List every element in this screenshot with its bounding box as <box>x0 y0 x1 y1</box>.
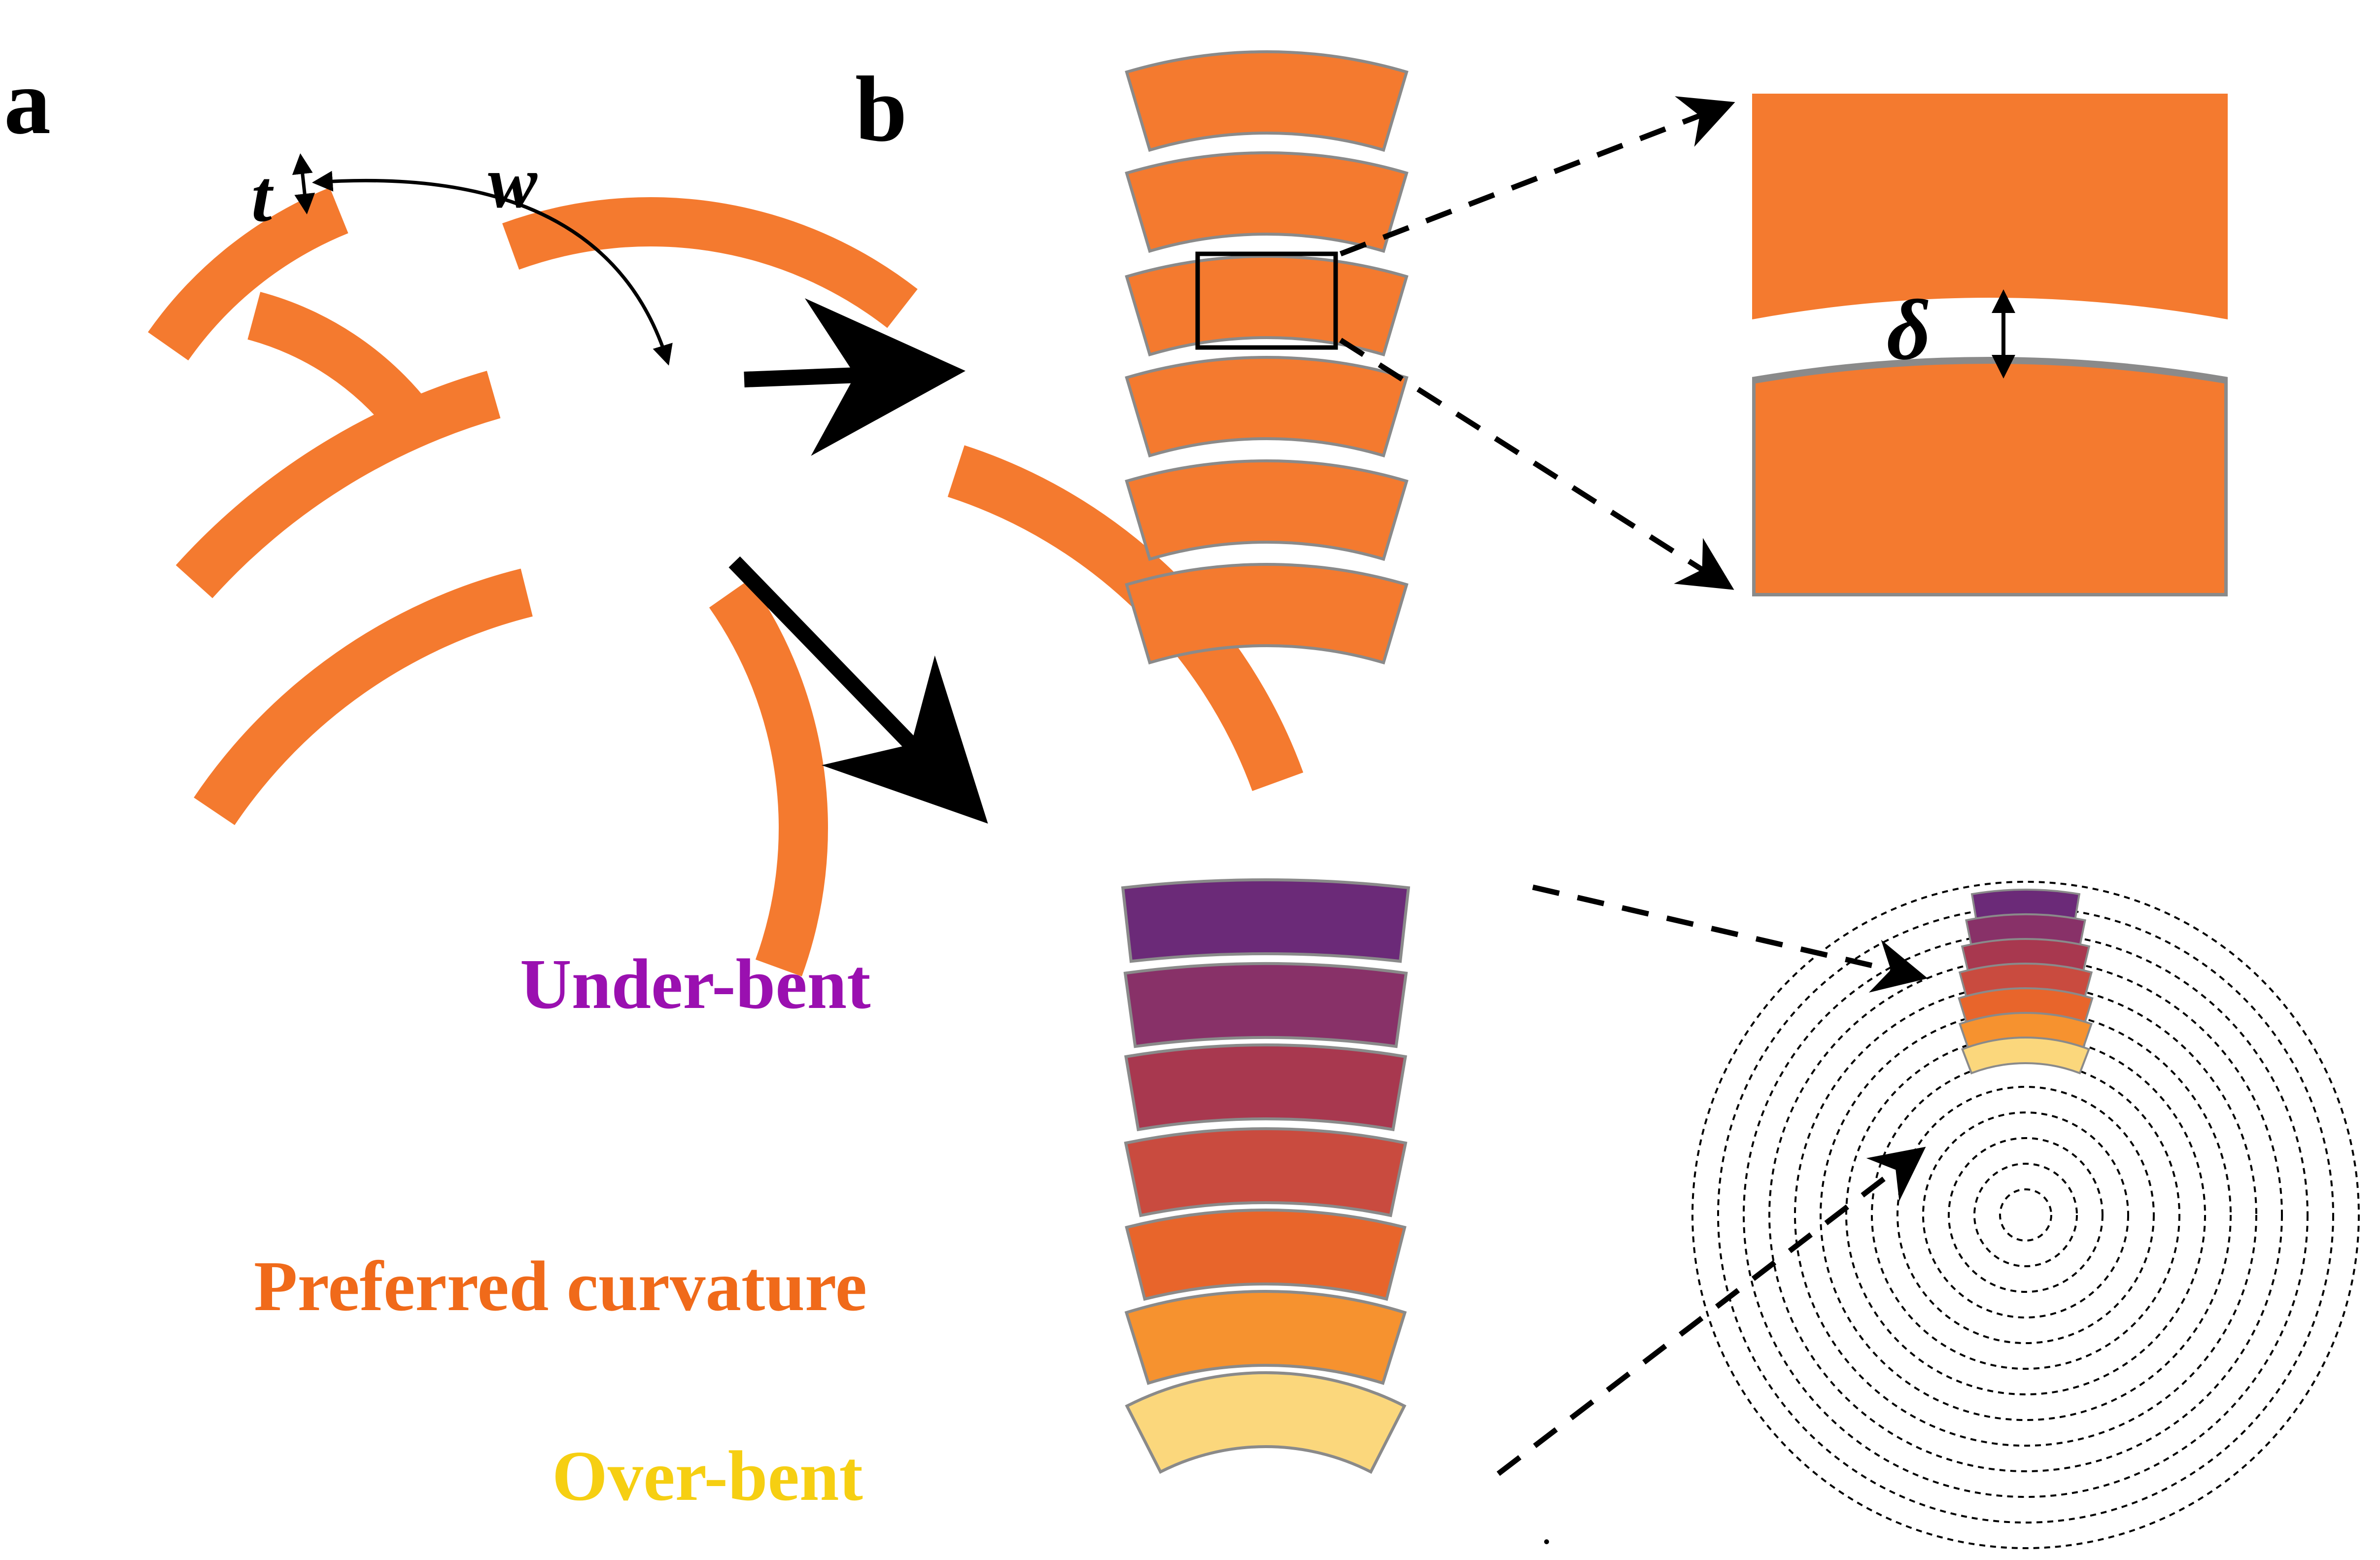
dashed-ring <box>1845 1035 2206 1395</box>
zoom-line-upper <box>1340 96 1735 257</box>
stray-dot <box>1544 1539 1549 1544</box>
panel-a: a t w <box>4 50 1304 976</box>
graded-strip <box>1124 1127 1408 1217</box>
zoom-line-lower <box>1339 338 1734 590</box>
scattered-strip <box>502 197 918 328</box>
arrow-a-to-b <box>744 298 966 456</box>
scattered-strip <box>194 568 533 826</box>
dashed-ring <box>1999 1188 2052 1242</box>
map-arrow-bottom <box>1496 1146 1926 1476</box>
dashed-ring <box>1922 1111 2129 1318</box>
width-arc-arrow <box>312 171 673 366</box>
gap-label: δ <box>1887 282 1931 378</box>
graded-strip <box>1121 878 1411 963</box>
zoom-view <box>1752 94 2228 596</box>
graded-strip <box>1124 1043 1407 1132</box>
dashed-ring <box>1897 1086 2155 1344</box>
thickness-arrow <box>292 153 315 214</box>
graded-strip <box>1125 1209 1407 1301</box>
mini-graded-strip <box>1961 1037 2091 1075</box>
scattered-strip <box>709 579 828 976</box>
dashed-ring <box>1717 906 2334 1524</box>
graded-strips <box>1121 878 1411 1474</box>
scattered-strip <box>175 371 501 598</box>
stacked-strip <box>1125 50 1409 152</box>
scattered-strips <box>148 187 1304 976</box>
panel-a-letter: a <box>4 50 51 154</box>
stacked-strip <box>1125 459 1409 561</box>
panel-b: b δ <box>855 50 2228 665</box>
stacked-strip <box>1125 254 1409 357</box>
scattered-strip <box>947 445 1304 791</box>
dashed-ring <box>1948 1137 2104 1293</box>
zoom-upper-strip <box>1752 94 2228 319</box>
thickness-label: t <box>251 155 274 237</box>
dashed-ring <box>1871 1060 2180 1370</box>
panel-b-letter: b <box>855 58 907 161</box>
graded-panel: Under-bent Preferred curvature Over-bent <box>254 878 2360 1549</box>
mini-graded-strips <box>1958 889 2094 1075</box>
graded-strip <box>1123 962 1408 1048</box>
dashed-ring <box>1820 1009 2232 1421</box>
scattered-strip <box>148 187 348 361</box>
stacked-strip <box>1125 562 1409 665</box>
stacked-strip <box>1125 355 1409 458</box>
zoom-region-box <box>1195 251 1338 350</box>
width-label: w <box>488 141 538 223</box>
over-bent-label: Over-bent <box>552 1437 863 1516</box>
map-arrow-top <box>1532 884 1928 993</box>
arrow-a-to-graded <box>728 556 988 824</box>
dashed-ring <box>1973 1163 2078 1267</box>
graded-strip <box>1125 1371 1407 1474</box>
under-bent-label: Under-bent <box>520 945 871 1024</box>
zoom-lower-strip <box>1752 357 2228 596</box>
stacked-strip <box>1125 151 1409 253</box>
dashed-ring <box>1691 881 2360 1549</box>
graded-strip <box>1124 1290 1407 1385</box>
preferred-curvature-label: Preferred curvature <box>254 1247 867 1326</box>
